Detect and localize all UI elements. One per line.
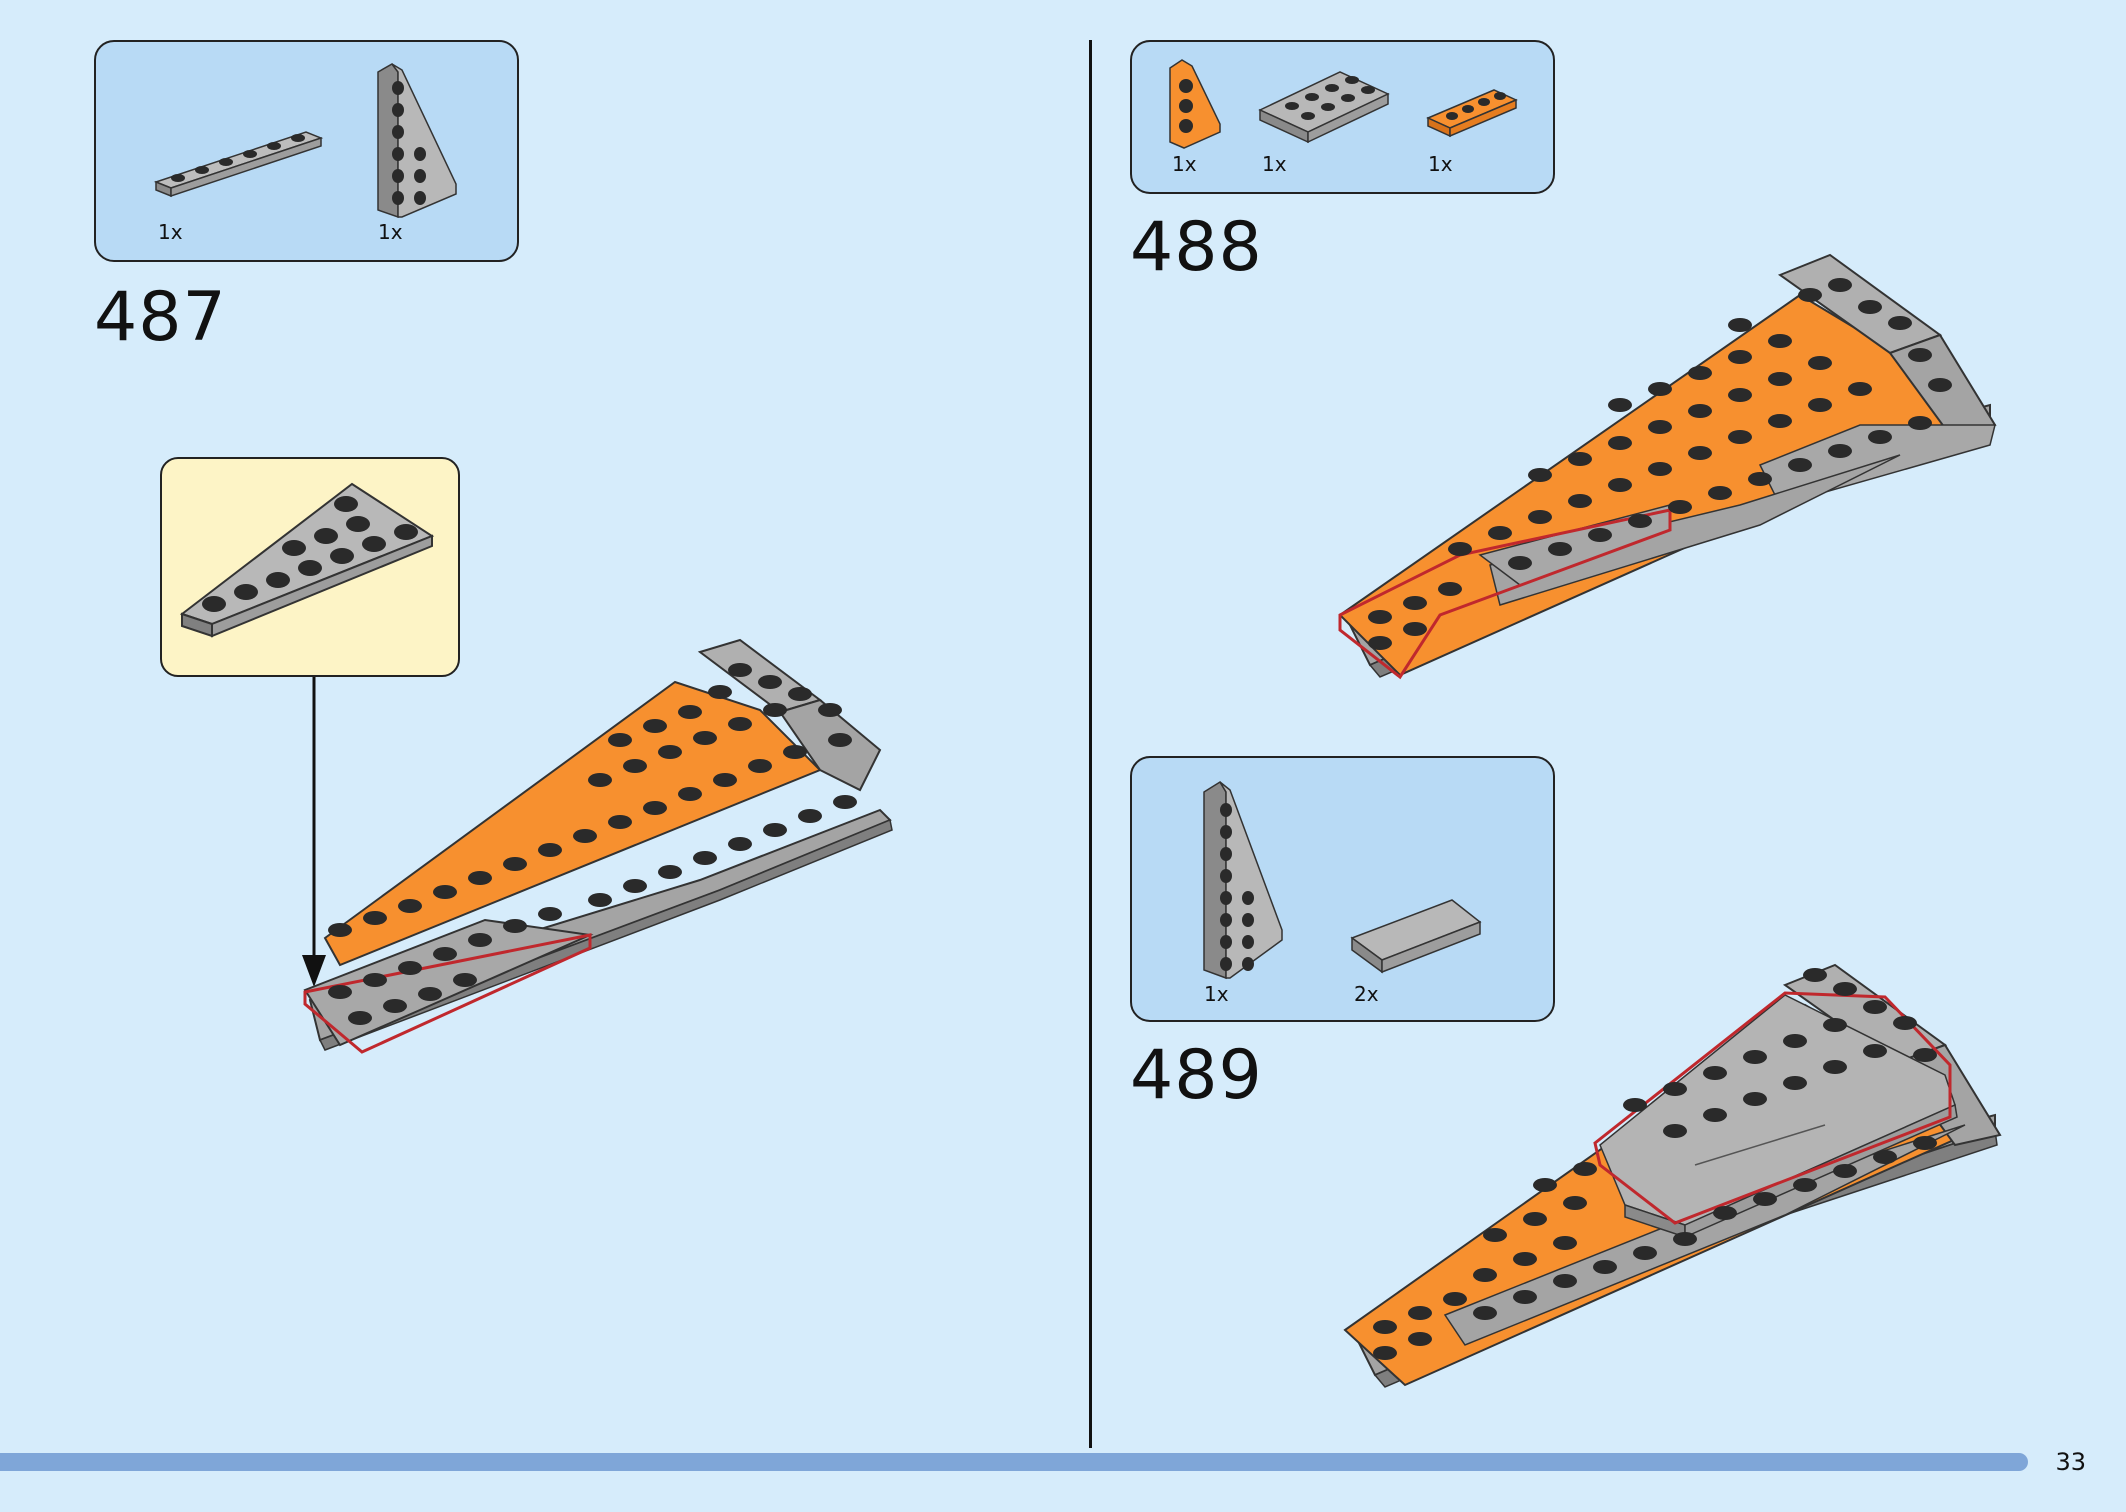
parts-box-step-488: 1x 1x 1x [1130,40,1555,194]
build-model-step-488 [1338,253,1997,680]
part-qty: 2x [1354,982,1379,1006]
parts-box-step-489: 1x 2x [1130,756,1555,1022]
step-number: 489 [1130,1036,1263,1115]
part-qty: 1x [1428,152,1453,176]
grey-wedge-plate-icon [1203,780,1283,980]
part-qty: 1x [1172,152,1197,176]
part-qty: 1x [1262,152,1287,176]
part-qty: 1x [378,220,403,244]
progress-bar [0,1453,2028,1471]
part-qty: 1x [1204,982,1229,1006]
grey-wedge-plate-icon [377,63,457,219]
build-model-step-487 [303,638,893,1054]
step-number: 488 [1130,208,1263,287]
orange-plate-1x4-icon [1426,89,1518,138]
grey-wedge-plate-icon [179,482,435,638]
grey-plate-1x6-icon [153,131,324,198]
grey-tile-2x4-icon [1350,899,1482,974]
parts-box-step-487: 1x 1x [94,40,519,262]
page-number: 33 [2055,1448,2086,1476]
page-divider [1089,40,1092,1448]
callout-box [160,457,460,677]
build-model-step-489 [1343,963,2002,1388]
grey-plate-2x4-icon [1258,71,1390,144]
arrow-down-icon [302,677,326,987]
progress-bar-fill [0,1453,2028,1471]
part-qty: 1x [158,220,183,244]
orange-wedge-plate-icon [1169,59,1221,149]
step-number: 487 [94,278,227,357]
